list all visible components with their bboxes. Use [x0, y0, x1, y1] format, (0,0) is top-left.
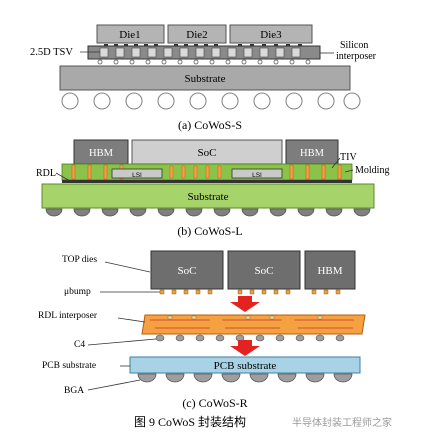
molding-label: Molding: [355, 165, 389, 176]
pcb-substrate: [129, 356, 361, 374]
watermark-text: 半导体封装工程师之家: [292, 416, 392, 429]
top-dies-label: TOP dies: [62, 255, 97, 265]
hbm-left-box: [73, 139, 129, 165]
hbm-c-label: HBM: [317, 265, 342, 277]
rdl-layer: [62, 180, 352, 183]
substrate-a: [59, 65, 351, 91]
pcb-label-inner: PCB substrate: [214, 360, 277, 372]
bga-label: BGA: [64, 386, 84, 396]
figure-caption: 图 9 CoWoS 封装结构: [134, 414, 246, 429]
die3-label: Die3: [260, 29, 282, 41]
interposer-label: interposer: [336, 51, 377, 62]
hbm-right-box: [285, 139, 339, 165]
arrow-down-1: [230, 296, 260, 312]
soc-c2-box: [227, 250, 301, 290]
lsi-right: [231, 168, 283, 179]
hbm-c-box: [304, 250, 356, 290]
caption-b: (b) CoWoS-L: [177, 224, 242, 238]
die2-box: [167, 24, 227, 44]
tiv-label: TIV: [340, 152, 357, 163]
ubump-label: μbump: [64, 287, 91, 297]
panel-c-cowos-r: SoC SoC HBM PCB substrate: [38, 250, 366, 410]
soc-c2-label: SoC: [255, 265, 274, 277]
substrate-b-label: Substrate: [188, 191, 229, 203]
panel-a-cowos-s: Die1 Die2 Die3 2.5D TSV Silicon interpos…: [30, 24, 377, 132]
die1-label: Die1: [119, 29, 140, 41]
soc-b-box: [131, 139, 283, 165]
caption-c: (c) CoWoS-R: [182, 396, 247, 410]
c4-label: C4: [74, 340, 85, 350]
die2-label: Die2: [186, 29, 207, 41]
soc-c1-box: [150, 250, 224, 290]
arrow-down-2: [230, 340, 260, 356]
rdl-label: RDL: [36, 168, 56, 179]
silicon-label: Silicon: [340, 40, 368, 51]
tsv-label: 2.5D TSV: [30, 47, 73, 58]
substrate-a-label: Substrate: [185, 73, 226, 85]
soc-c1-label: SoC: [178, 265, 197, 277]
die1-box: [96, 24, 165, 44]
lsi-left-label: LSI: [132, 172, 142, 179]
lsi-left: [111, 168, 163, 179]
caption-a: (a) CoWoS-S: [178, 118, 242, 132]
rdl-interposer: [141, 314, 366, 335]
hbm-left-label: HBM: [89, 148, 114, 159]
lsi-right-label: LSI: [252, 172, 262, 179]
pcb-substrate-label: PCB substrate: [42, 361, 96, 371]
hbm-right-label: HBM: [300, 148, 325, 159]
substrate-b: [41, 183, 375, 209]
panel-b-cowos-l: HBM SoC HBM LSI LSI RDL TIV Molding: [36, 139, 389, 238]
die3-box: [229, 24, 313, 44]
rdl-interposer-label: RDL interposer: [38, 311, 98, 321]
soc-b-label: SoC: [198, 147, 217, 159]
